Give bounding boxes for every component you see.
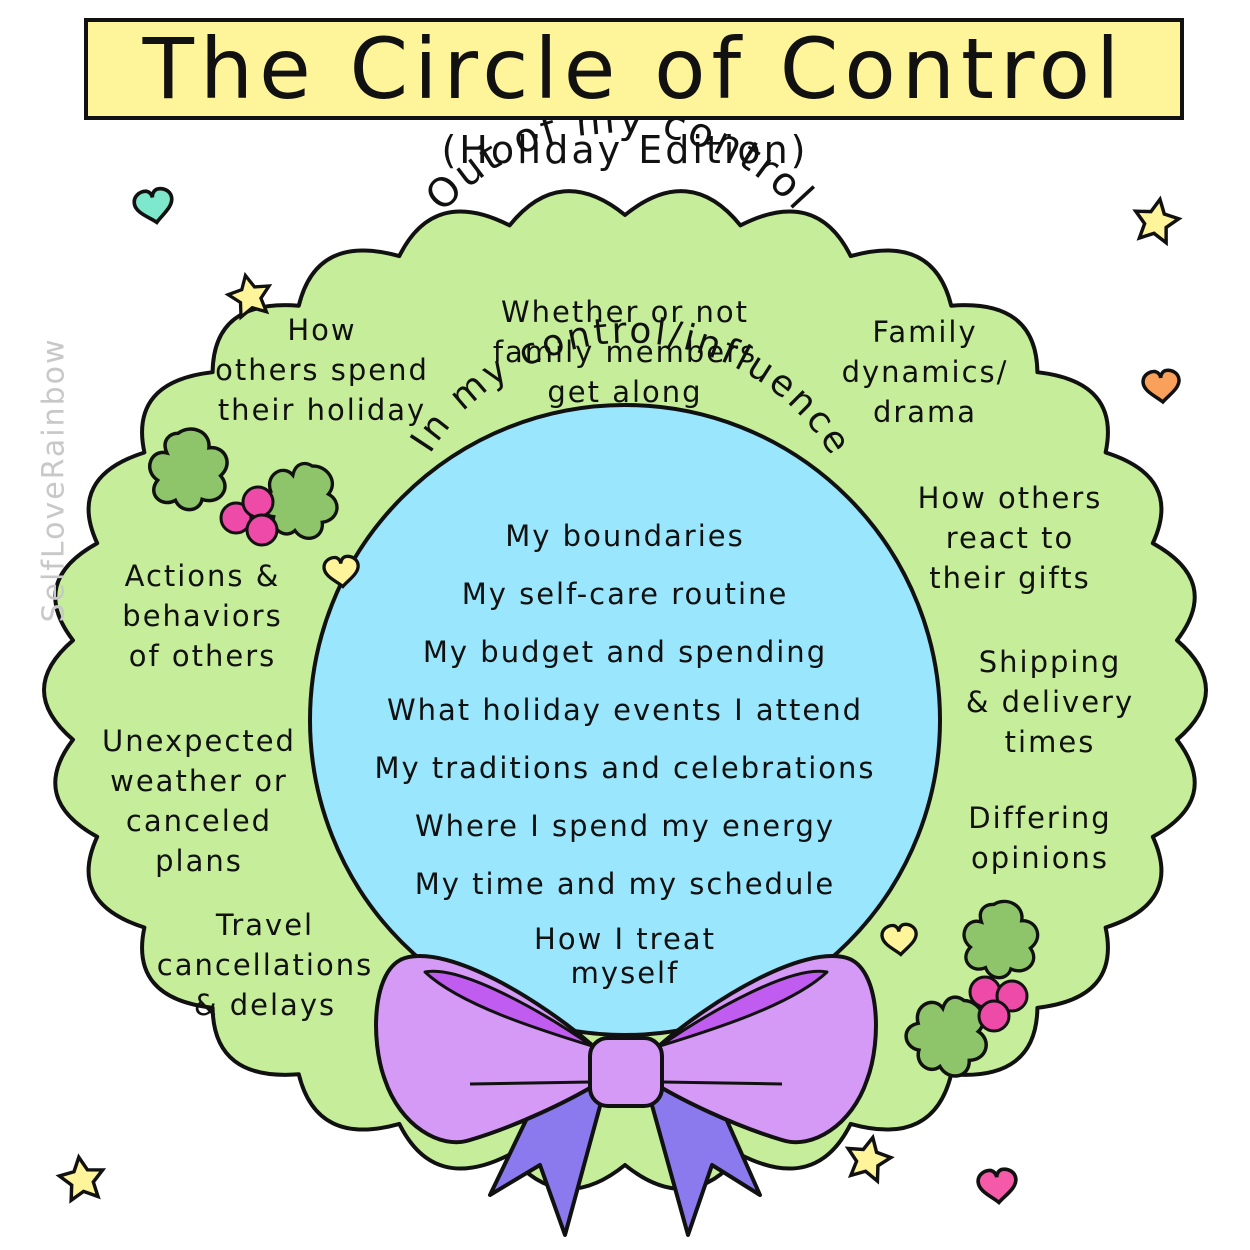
outer-item: Actions & behaviors of others [122,559,283,673]
watermark: SelfLoveRainbow [36,337,72,623]
holly-bottom-right [894,894,1046,1090]
outer-item: Differing opinions [968,801,1112,875]
outer-item: Travel cancellations & delays [156,908,374,1022]
bow-loop-left-inner [423,969,594,1048]
bow-loop-left [374,954,597,1145]
inner-item: Where I spend my energy [414,809,836,843]
holly-top-left [138,419,351,550]
heart-icon [975,1166,1020,1206]
inner-item: My time and my schedule [414,867,836,901]
heart-icon [130,185,178,228]
outer-item: Family dynamics/ drama [841,315,1009,429]
outer-item: How others spend their holiday [215,313,429,427]
inner-circle [308,403,942,1037]
inner-item: My boundaries [505,519,745,553]
bow-loop-right-inner [658,969,829,1048]
bow-loop-right [655,954,878,1145]
page-title: The Circle of Control [142,20,1126,118]
star-icon [1129,193,1184,246]
bow-knot [588,1036,664,1108]
outer-item: Whether or not family members get along [492,295,758,409]
inner-item: What holiday events I attend [386,693,864,727]
outer-item: How others react to their gifts [917,481,1103,595]
star-icon [55,1152,108,1204]
inner-item: How I treat myself [534,922,716,990]
page-subtitle: (Holiday Edition) [441,128,809,172]
inner-item: My self-care routine [461,577,789,611]
title-banner: The Circle of Control [84,18,1184,120]
outer-item: Shipping & delivery times [965,645,1135,759]
outer-item: Unexpected weather or canceled plans [102,724,296,878]
inner-item: My traditions and celebrations [374,751,876,785]
bow [374,954,878,1237]
inner-item: My budget and spending [422,635,828,669]
star-icon [841,1131,896,1185]
heart-icon [1140,367,1183,406]
